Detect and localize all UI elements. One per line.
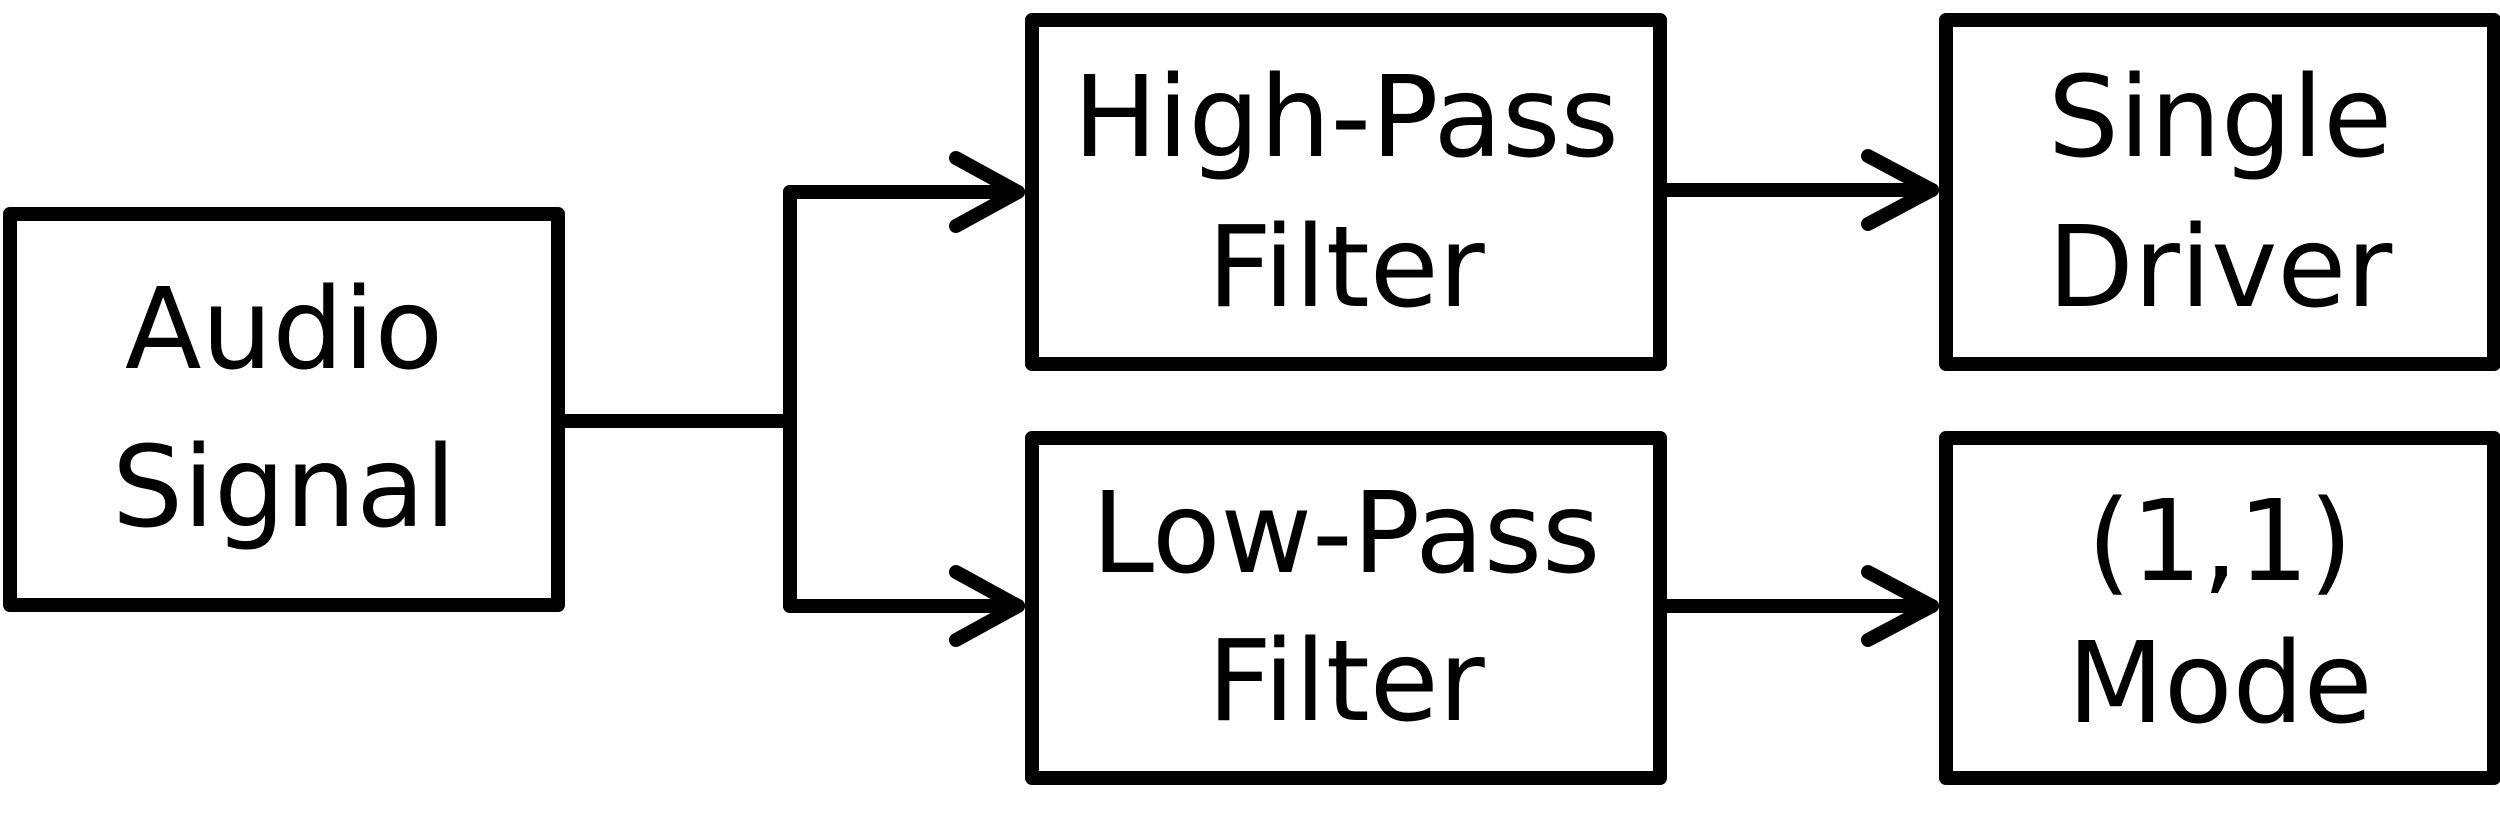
node-mode-1-1-label-line1: (1,1) bbox=[2087, 477, 2353, 607]
node-low-pass-filter-label-line2: Filter bbox=[1207, 617, 1485, 747]
node-audio-signal: Audio Signal bbox=[3, 207, 565, 612]
node-single-driver: Single Driver bbox=[1939, 13, 2500, 371]
node-high-pass-filter-label-line2: Filter bbox=[1207, 203, 1485, 333]
node-audio-signal-label-line2: Signal bbox=[112, 423, 456, 553]
node-high-pass-filter: High-Pass Filter bbox=[1025, 13, 1667, 371]
connectors bbox=[551, 149, 1939, 647]
node-low-pass-filter: Low-Pass Filter bbox=[1025, 431, 1667, 785]
node-mode-1-1-box bbox=[1939, 431, 2500, 785]
node-audio-signal-box bbox=[3, 207, 565, 612]
node-high-pass-filter-box bbox=[1025, 13, 1667, 371]
arrowhead-mode bbox=[1861, 565, 1939, 647]
node-mode-1-1: (1,1) Mode bbox=[1939, 431, 2500, 785]
arrowhead-single-driver bbox=[1861, 149, 1939, 231]
node-single-driver-box bbox=[1939, 13, 2500, 371]
node-audio-signal-label-line1: Audio bbox=[125, 265, 443, 395]
node-low-pass-filter-label-line1: Low-Pass bbox=[1092, 469, 1601, 599]
node-low-pass-filter-box bbox=[1025, 431, 1667, 785]
node-single-driver-label-line2: Driver bbox=[2048, 203, 2394, 333]
node-single-driver-label-line1: Single bbox=[2048, 53, 2392, 183]
node-mode-1-1-label-line2: Mode bbox=[2067, 619, 2372, 749]
arrowhead-low-pass bbox=[949, 565, 1025, 647]
node-high-pass-filter-label-line1: High-Pass bbox=[1073, 53, 1619, 183]
arrowhead-high-pass bbox=[949, 151, 1025, 233]
